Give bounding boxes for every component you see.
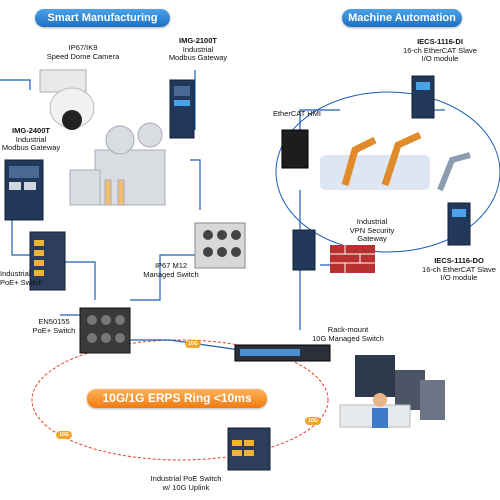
img-2400t-model: IMG-2400T [12, 126, 50, 135]
img-2400t-device [4, 159, 44, 221]
iecs-1116-di-device [411, 75, 435, 119]
img-2100t-label: IMG-2100T Industrial Modbus Gateway [158, 36, 238, 63]
iecs-do-desc-line1: 16-ch EtherCAT Slave [422, 264, 496, 274]
firewall-icon [330, 245, 375, 273]
robot-arms-illustration [320, 131, 471, 192]
factory-illustration [69, 122, 166, 206]
erps-ring [31, 339, 329, 461]
header-smart-manufacturing: Smart Manufacturing [35, 9, 170, 27]
ring-tag-10g-top: 10G [185, 340, 201, 348]
poe-uplink-line2: w/ 10G Uplink [162, 482, 210, 492]
ip67-m12-switch [194, 222, 246, 269]
ip67-line1: IP67 M12 [154, 261, 188, 270]
iecs-di-label: IECS-1116-DI 16-ch EtherCAT Slave I/O mo… [386, 37, 494, 64]
en50155-line2: PoE+ Switch [32, 325, 76, 335]
en50155-line1: EN50155 [38, 317, 70, 326]
camera-label-line1: IP67/IK9 [68, 43, 98, 52]
ring-tag-10g-left: 10G [56, 431, 72, 439]
machine-automation-zone [275, 91, 500, 253]
rackmount-label: Rack-mount 10G Managed Switch [298, 325, 398, 343]
img-2400t-desc-line2: Modbus Gateway [1, 143, 61, 152]
img-2100t-desc-line1: Industrial [182, 44, 214, 54]
poe-left-line2: PoE+ Switch [0, 277, 43, 287]
speed-dome-camera [39, 69, 95, 130]
erps-ring-badge: 10G/1G ERPS Ring <10ms [87, 389, 267, 408]
iecs-do-label: IECS-1116-DO 16-ch EtherCAT Slave I/O mo… [418, 256, 500, 283]
poe-uplink-line1: Industrial PoE Switch [150, 474, 222, 483]
poe-left-line1: Industrial [0, 269, 31, 278]
iecs-1116-do-device [447, 202, 471, 246]
rackmount-10g-switch [234, 344, 331, 362]
ethercat-hmi-label: EtherCAT HMI [272, 109, 322, 118]
img-2100t-desc-line2: Modbus Gateway [168, 53, 228, 62]
vpn-gateway-device [292, 229, 316, 271]
vpn-line3: Gateway [357, 234, 387, 243]
camera-label: IP67/IK9 Speed Dome Camera [43, 43, 123, 61]
vpn-line1: Industrial [356, 217, 388, 226]
img-2100t-device [169, 79, 195, 139]
poe-left-label: Industrial PoE+ Switch [0, 269, 43, 287]
ip67-line2: Managed Switch [143, 269, 199, 279]
ethercat-hmi [281, 129, 309, 169]
control-room-illustration [339, 355, 445, 428]
iecs-di-desc-line2: I/O module [421, 54, 459, 63]
poe-uplink-label: Industrial PoE Switch w/ 10G Uplink [140, 474, 232, 492]
ring-tag-10g-right: 10G [305, 417, 321, 425]
iecs-do-model: IECS-1116-DO [434, 256, 484, 265]
img-2100t-model: IMG-2100T [179, 36, 217, 45]
header-machine-automation: Machine Automation [342, 9, 462, 27]
vpn-line2: VPN Security [349, 225, 395, 235]
industrial-poe-switch-10g [227, 427, 271, 471]
rackmount-line1: Rack-mount [327, 325, 369, 334]
en50155-switch [79, 307, 131, 354]
camera-label-line2: Speed Dome Camera [46, 51, 120, 61]
industrial-poe-switch-left [29, 231, 66, 291]
iecs-di-model: IECS-1116-DI [417, 37, 463, 46]
img-2400t-desc-line1: Industrial [15, 134, 47, 144]
rackmount-line2: 10G Managed Switch [312, 333, 384, 343]
img-2400t-label: IMG-2400T Industrial Modbus Gateway [0, 126, 62, 153]
ip67-switch-label: IP67 M12 Managed Switch [135, 261, 207, 279]
iecs-do-desc-line2: I/O module [440, 273, 478, 282]
en50155-label: EN50155 PoE+ Switch [27, 317, 81, 335]
vpn-label: Industrial VPN Security Gateway [336, 217, 408, 244]
iecs-di-desc-line1: 16-ch EtherCAT Slave [403, 45, 477, 55]
